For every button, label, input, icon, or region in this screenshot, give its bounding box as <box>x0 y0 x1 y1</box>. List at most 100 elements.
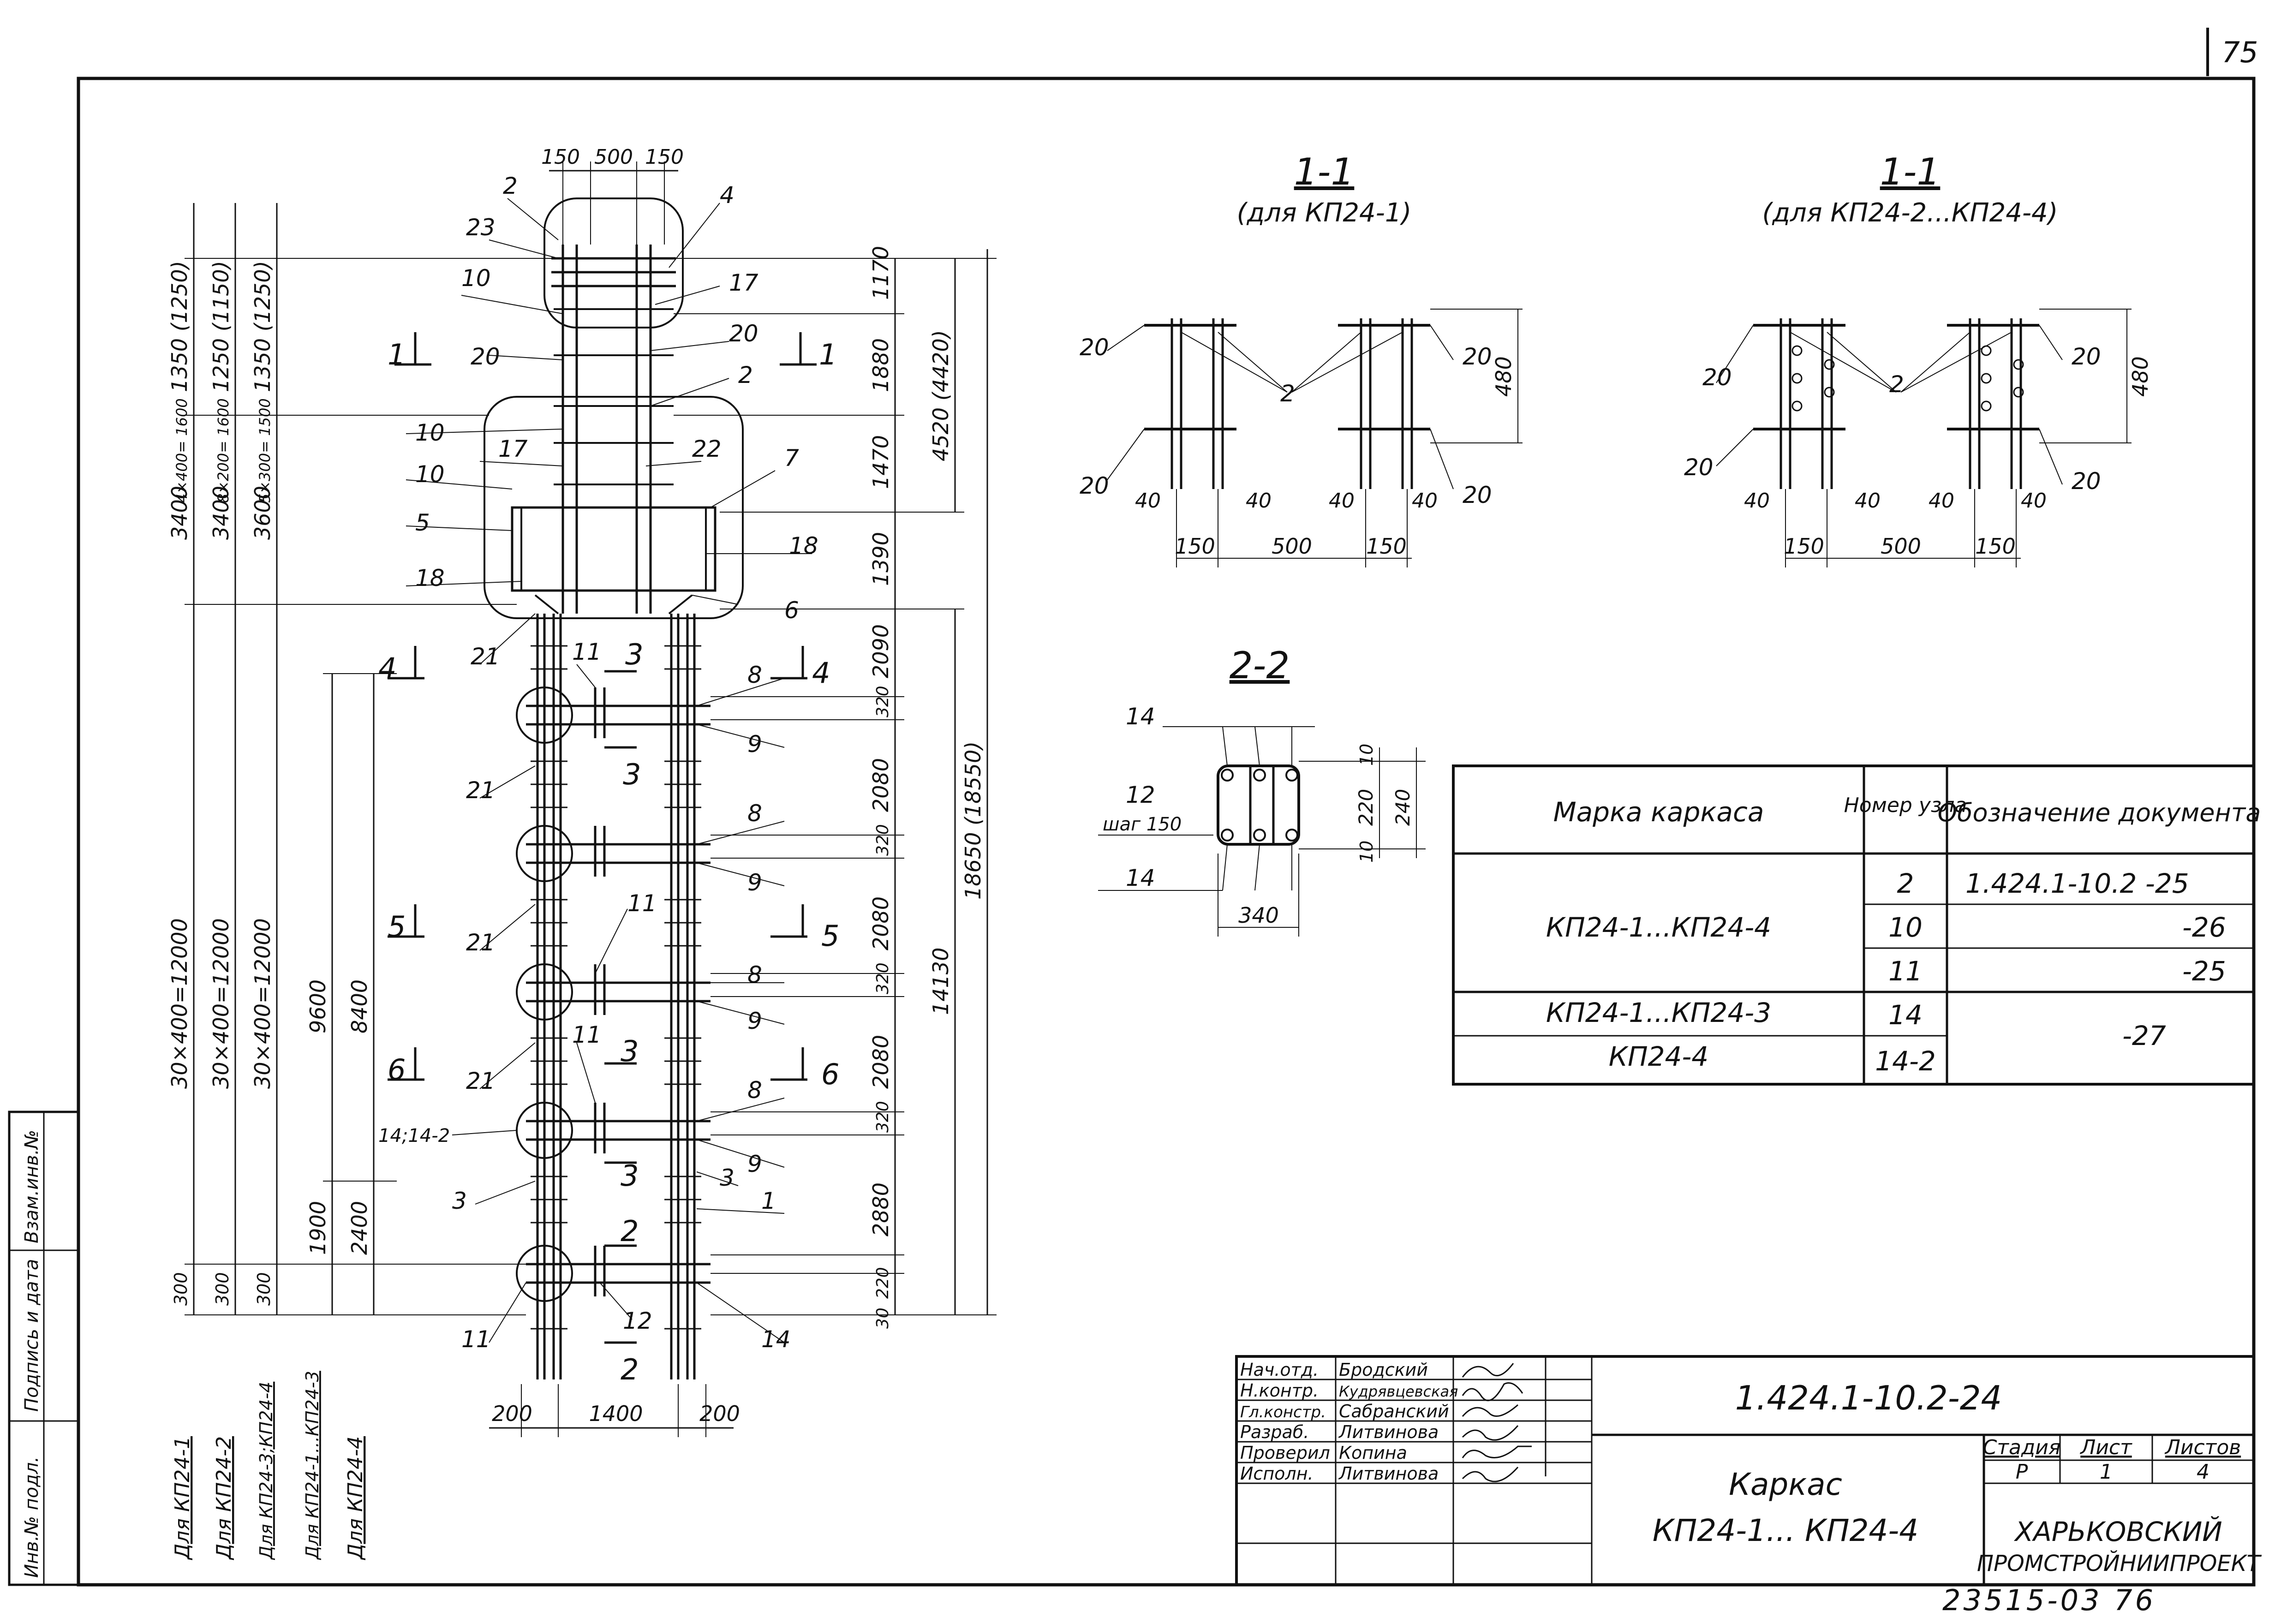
svg-text:21: 21 <box>471 643 500 670</box>
svg-text:5: 5 <box>821 919 839 953</box>
svg-text:20: 20 <box>2072 468 2101 495</box>
svg-text:40: 40 <box>2021 489 2047 513</box>
svg-text:3: 3 <box>621 1034 639 1068</box>
svg-text:320: 320 <box>873 1101 892 1133</box>
svg-text:2880: 2880 <box>868 1182 893 1236</box>
svg-text:18: 18 <box>789 532 818 559</box>
svg-text:20: 20 <box>1463 482 1492 508</box>
section-title: 1-1 <box>1294 150 1355 193</box>
svg-text:3: 3 <box>625 638 643 671</box>
svg-text:1390: 1390 <box>868 532 893 586</box>
svg-text:20: 20 <box>471 343 500 370</box>
svg-text:1.424.1-10.2 -25: 1.424.1-10.2 -25 <box>1965 868 2189 899</box>
section-subtitle: (для КП24-2...КП24-4) <box>1762 198 2058 228</box>
side-stamp: Инв.№ подл. Подпись и дата Взам.инв.№ <box>8 1111 80 1586</box>
svg-text:17: 17 <box>729 269 758 296</box>
svg-text:12: 12 <box>1126 782 1155 808</box>
role-name: Литвинова <box>1338 1463 1439 1484</box>
svg-text:10: 10 <box>461 265 491 292</box>
svg-text:1470: 1470 <box>868 435 893 489</box>
svg-text:Для КП24-1...КП24-3: Для КП24-1...КП24-3 <box>302 1371 322 1560</box>
svg-text:300: 300 <box>212 1272 233 1306</box>
svg-text:3600: 3600 <box>250 486 275 540</box>
svg-text:11: 11 <box>572 1021 602 1048</box>
svg-text:40: 40 <box>1246 489 1272 513</box>
document-code: 1.424.1-10.2-24 <box>1735 1379 2002 1417</box>
svg-text:40: 40 <box>1412 489 1438 513</box>
title-block: Нач.отд. Бродский Н.контр. Кудрявцевская… <box>1235 1355 2262 1586</box>
svg-text:Листов: Листов <box>2164 1436 2241 1459</box>
svg-text:1: 1 <box>761 1188 776 1214</box>
table-row-mark: КП24-1...КП24-3 <box>1546 997 1771 1028</box>
svg-text:480: 480 <box>2128 356 2153 397</box>
svg-text:220: 220 <box>873 1267 892 1299</box>
section-title: 2-2 <box>1230 644 1290 687</box>
svg-text:Стадия: Стадия <box>1983 1436 2061 1459</box>
svg-text:320: 320 <box>873 962 892 994</box>
svg-text:150: 150 <box>1784 534 1824 559</box>
svg-text:3: 3 <box>623 758 641 791</box>
organization-line2: ПРОМСТРОЙНИИПРОЕКТ <box>1977 1550 2262 1576</box>
svg-text:2: 2 <box>1280 380 1295 407</box>
organization-line1: ХАРЬКОВСКИЙ <box>2013 1516 2222 1547</box>
svg-text:1900: 1900 <box>305 1201 330 1255</box>
drawing-title-1: Каркас <box>1729 1467 1842 1502</box>
svg-text:Р: Р <box>2016 1460 2028 1484</box>
svg-text:200: 200 <box>699 1401 740 1426</box>
svg-text:5: 5 <box>415 509 430 536</box>
svg-text:9: 9 <box>747 869 762 896</box>
svg-text:2: 2 <box>621 1214 639 1248</box>
stamp-replacement: Взам.инв.№ <box>21 1130 42 1243</box>
svg-text:9: 9 <box>747 1008 762 1034</box>
role-name: Копина <box>1339 1443 1407 1463</box>
role-label: Проверил <box>1240 1443 1330 1463</box>
svg-text:8400: 8400 <box>347 979 372 1033</box>
svg-text:1170: 1170 <box>868 246 893 300</box>
stamp-signature: Подпись и дата <box>21 1259 42 1412</box>
svg-text:11: 11 <box>572 639 602 665</box>
svg-text:18650 (18550): 18650 (18550) <box>961 741 985 900</box>
svg-text:8×200= 1600: 8×200= 1600 <box>215 398 232 503</box>
svg-text:Для КП24-2: Для КП24-2 <box>212 1436 236 1560</box>
svg-text:150: 150 <box>541 145 580 169</box>
svg-text:1400: 1400 <box>589 1401 643 1426</box>
stamp-inventory: Инв.№ подл. <box>21 1457 42 1578</box>
table-header-node: Номер узла <box>1844 794 1967 817</box>
svg-text:3: 3 <box>452 1188 467 1214</box>
section-1-1-kp24-1: 1-1 (для КП24-1) 20 20 2 <box>1080 150 1523 567</box>
svg-text:5×300= 1500: 5×300= 1500 <box>256 398 274 503</box>
table-header-mark: Марка каркаса <box>1553 796 1764 828</box>
section-subtitle: (для КП24-1) <box>1237 198 1412 228</box>
svg-text:21: 21 <box>466 1068 496 1094</box>
svg-text:300: 300 <box>254 1272 274 1306</box>
svg-text:9: 9 <box>747 1151 762 1177</box>
role-label: Гл.констр. <box>1240 1403 1326 1421</box>
section-title: 1-1 <box>1880 150 1941 193</box>
svg-text:150: 150 <box>1975 534 2016 559</box>
svg-text:2: 2 <box>738 362 753 388</box>
svg-text:20: 20 <box>1702 364 1732 391</box>
svg-text:10: 10 <box>415 461 445 488</box>
role-label: Исполн. <box>1240 1463 1314 1484</box>
svg-text:20: 20 <box>2072 343 2101 370</box>
svg-text:20: 20 <box>1080 472 1109 499</box>
svg-text:30×400=12000: 30×400=12000 <box>167 918 192 1089</box>
svg-text:14: 14 <box>761 1326 791 1353</box>
svg-text:шаг 150: шаг 150 <box>1103 814 1182 835</box>
section-2-2: 2-2 14 12 шаг 150 14 10 220 240 10 <box>1098 644 1426 937</box>
svg-text:4: 4 <box>2197 1460 2209 1484</box>
svg-text:10: 10 <box>1356 744 1377 766</box>
svg-text:10: 10 <box>1356 841 1377 863</box>
svg-text:Для КП24-1: Для КП24-1 <box>171 1436 194 1560</box>
svg-text:3400: 3400 <box>167 486 192 540</box>
svg-text:20: 20 <box>1080 334 1109 361</box>
svg-text:20: 20 <box>1684 454 1714 481</box>
svg-text:21: 21 <box>466 777 496 804</box>
svg-text:200: 200 <box>492 1401 532 1426</box>
svg-text:10: 10 <box>1888 912 1923 943</box>
svg-text:8: 8 <box>747 961 762 988</box>
svg-text:30: 30 <box>873 1308 892 1329</box>
svg-text:1250 (1150): 1250 (1150) <box>209 261 233 392</box>
svg-text:6: 6 <box>821 1057 839 1091</box>
svg-text:3400: 3400 <box>209 486 233 540</box>
